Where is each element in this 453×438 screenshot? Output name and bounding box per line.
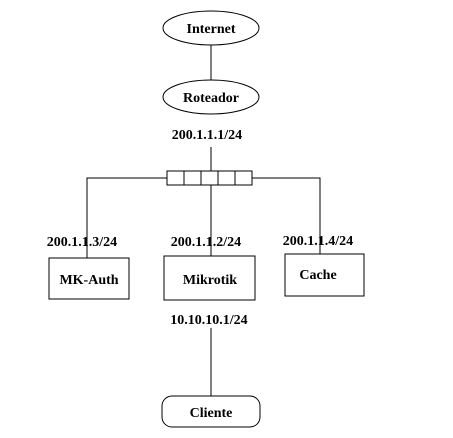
internet-label: Internet	[187, 22, 236, 37]
link-switch-cache	[252, 177, 321, 254]
cache-label: Cache	[299, 268, 336, 283]
link-switch-mkauth	[86, 177, 167, 258]
router-node: Roteador	[162, 79, 260, 115]
router-label: Roteador	[183, 91, 239, 106]
cache-node: Cache	[284, 253, 365, 297]
internet-node: Internet	[162, 10, 260, 46]
mkauth-address: 200.1.1.3/24	[47, 235, 117, 250]
cache-address: 200.1.1.4/24	[283, 234, 353, 249]
client-label: Cliente	[190, 406, 233, 421]
client-node: Cliente	[161, 395, 261, 428]
mkauth-label: MK-Auth	[59, 273, 118, 288]
mikrotik-label: Mikrotik	[183, 273, 237, 288]
mkauth-node: MK-Auth	[48, 257, 130, 300]
router-address: 200.1.1.1/24	[172, 128, 242, 143]
mikrotik-wan-address: 200.1.1.2/24	[171, 235, 241, 250]
mikrotik-lan-address: 10.10.10.1/24	[170, 313, 247, 328]
switch-node	[166, 170, 253, 186]
mikrotik-node: Mikrotik	[163, 255, 256, 301]
